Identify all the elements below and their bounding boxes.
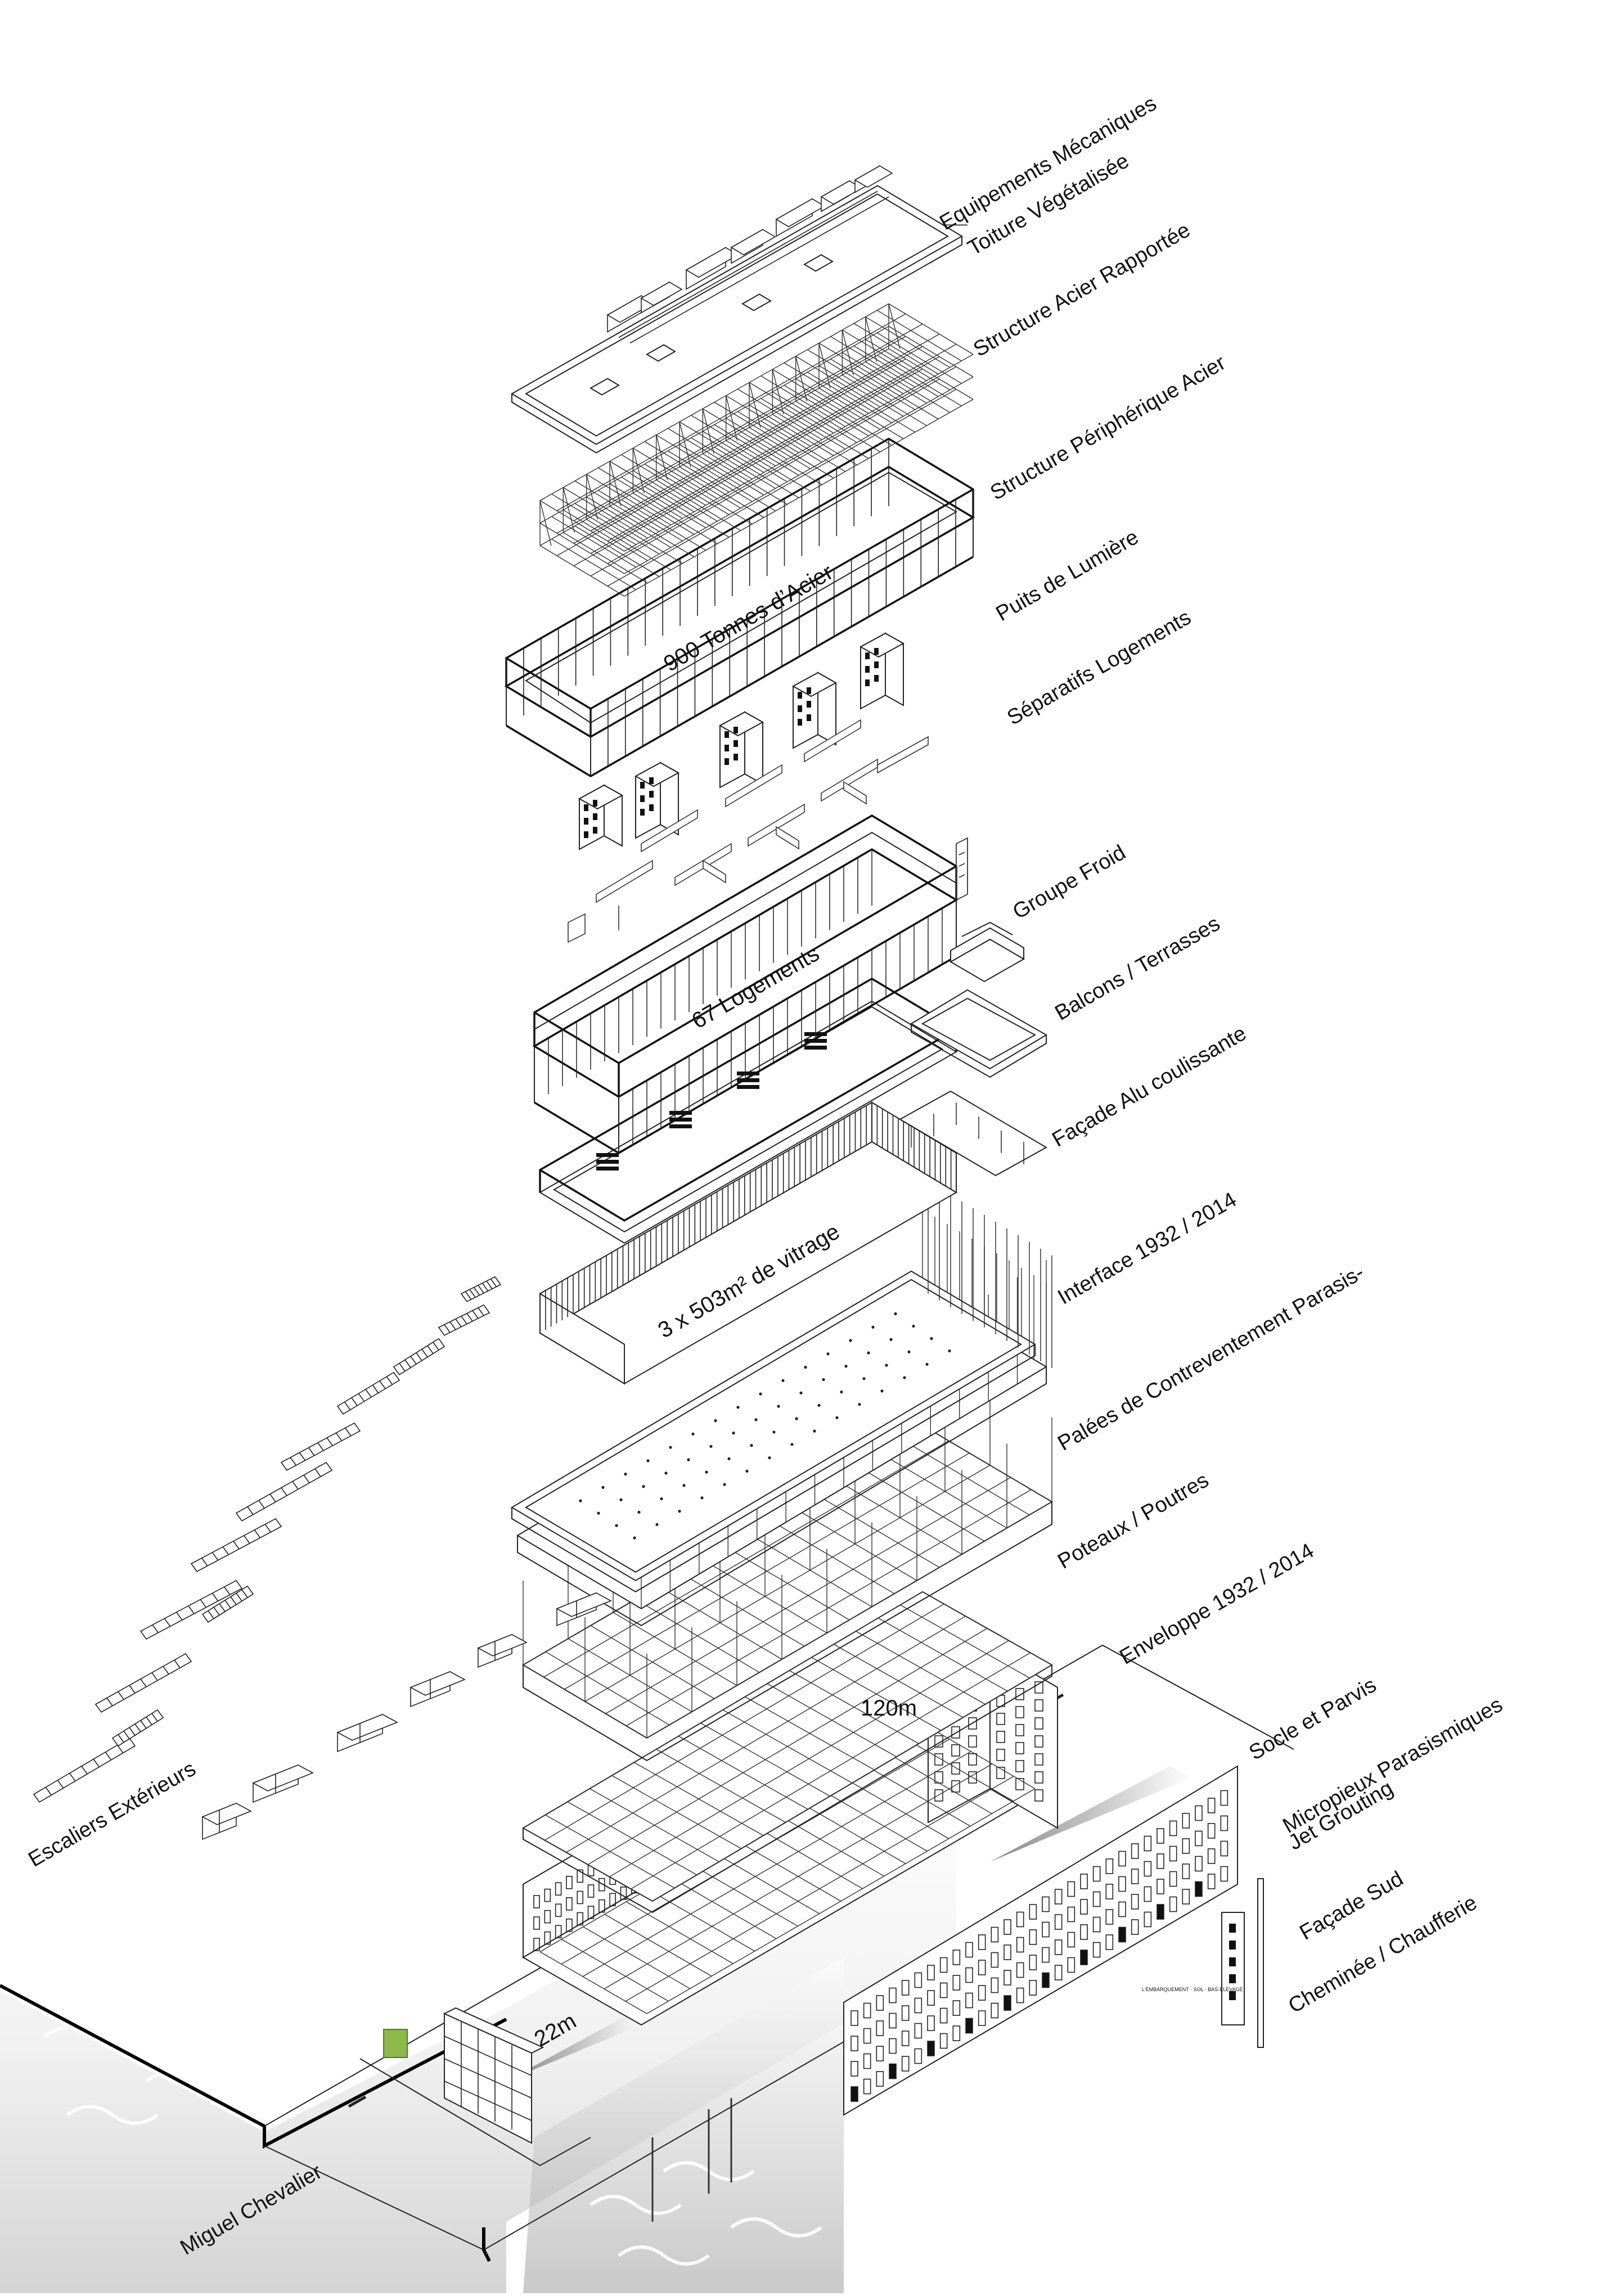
layer-label: Structure Périphérique Acier [987,351,1230,505]
layer-label: Groupe Froid [1009,840,1130,924]
groupe-froid [950,921,1025,983]
socle-parvis [522,1591,1053,1914]
layer-label: Façade Sud [1296,1867,1407,1945]
pavilions [201,1592,612,1840]
structure-peripherique-acier [504,437,975,778]
facade-alu [539,1101,957,1385]
label-stairs: Escaliers Extérieurs [25,1757,200,1872]
interface-posts [928,1181,1052,1368]
escaliers-exterieurs [33,1276,502,1803]
fine-print: L'EMBARQUEMENT · SOL · BAS·ÉLEVAGE [1142,1987,1243,1992]
annotation-steel: 900 Tonnes d’Acier [660,560,838,677]
layer-label: Poteaux / Poutres [1054,1468,1213,1573]
layer-label: Balcons / Terrasses [1051,912,1225,1025]
poteaux-poutres [522,1344,1053,1762]
west-facade-block [443,2007,544,2144]
annotation-length: 120m [861,1696,917,1721]
separatifs-logements [568,632,929,943]
annotation-housing: 67 Logements [688,941,824,1034]
plaza-ramp [359,1766,1192,2167]
equipements-mecaniques [606,165,893,344]
layer-label: Interface 1932 / 2014 [1054,1188,1241,1309]
layer-label: Façade Alu coulissante [1048,1021,1250,1152]
stair-tower [956,837,968,901]
layer-label: Puits de Lumière [992,525,1143,626]
structure-acier-rapportee [539,303,974,597]
terrace-slabs [898,989,1048,1177]
toiture-vegetalisee [511,184,963,454]
layer-label: Enveloppe 1932 / 2014 [1116,1539,1318,1669]
layer-label: Séparatifs Logements [1004,606,1195,730]
planter-icon [383,2029,408,2058]
facade-nord [843,1765,1238,2116]
layer-label: Socle et Parvis [1245,1673,1380,1765]
interface-slab [511,1270,1036,1593]
layer-label: Cheminée / Chaufferie [1285,1891,1482,2018]
layer-label: Palées de Contreventement Parasis- [1054,1260,1369,1456]
chimney [1221,1878,1264,2048]
